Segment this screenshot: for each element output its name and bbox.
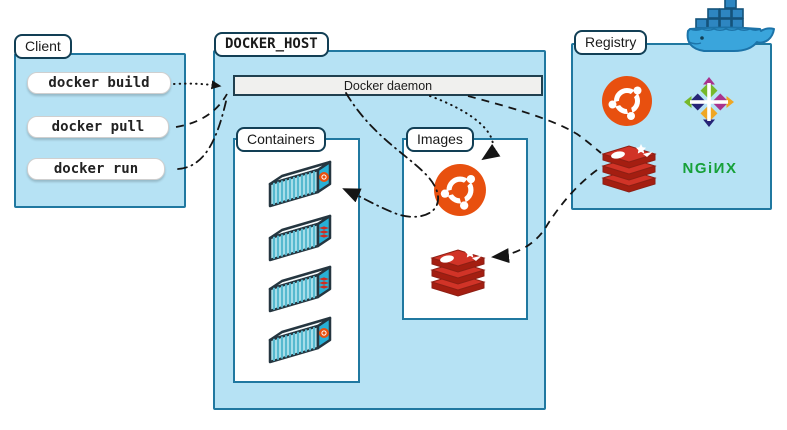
docker-whale-icon — [686, 0, 775, 52]
cmd-docker-build: docker build — [27, 72, 171, 94]
ubuntu-logo — [433, 163, 487, 217]
container-icon — [268, 160, 332, 208]
container-icon — [268, 316, 332, 364]
docker-host-tab: DOCKER_HOST — [214, 32, 329, 57]
client-tab: Client — [14, 34, 72, 59]
images-tab: Images — [406, 127, 474, 152]
registry-tab: Registry — [574, 30, 648, 55]
redis-logo — [602, 143, 656, 193]
container-icon — [268, 214, 332, 262]
cmd-docker-run: docker run — [27, 158, 165, 180]
docker-daemon-bar: Docker daemon — [233, 75, 543, 96]
ubuntu-logo — [601, 75, 653, 127]
centos-logo — [684, 77, 734, 127]
container-icon — [268, 265, 332, 313]
cmd-docker-pull: docker pull — [27, 116, 169, 138]
nginx-logo: NGiИX — [682, 160, 738, 177]
containers-tab: Containers — [236, 127, 326, 152]
redis-logo — [431, 247, 485, 297]
